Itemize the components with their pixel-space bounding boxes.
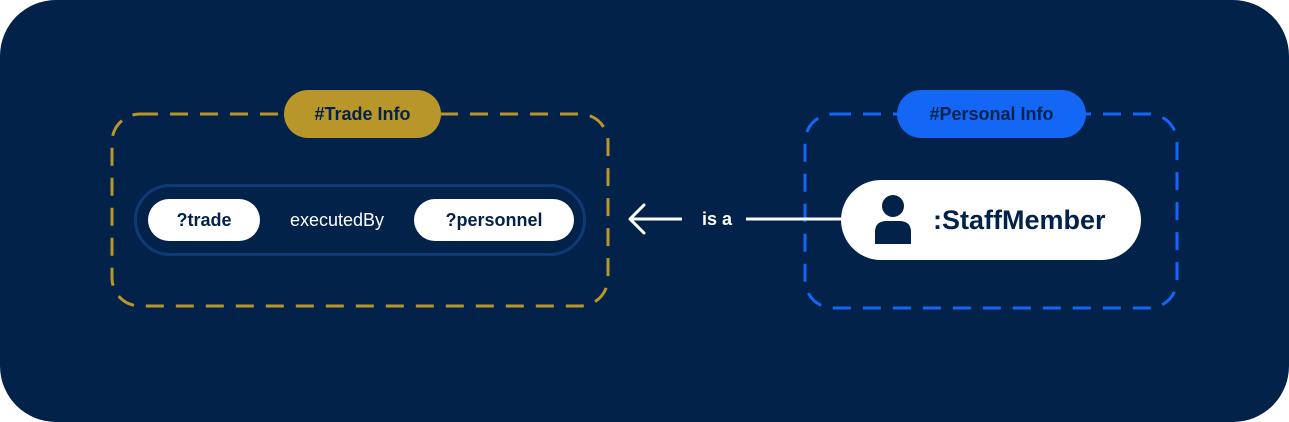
trade-info-label: #Trade Info xyxy=(284,90,441,138)
staff-member-node: :StaffMember xyxy=(841,180,1141,260)
object-node: ?personnel xyxy=(414,199,574,241)
staff-member-label: :StaffMember xyxy=(933,204,1106,235)
is-a-arrow xyxy=(628,203,842,235)
predicate-label: executedBy xyxy=(289,209,385,230)
arrow-head xyxy=(628,203,646,235)
person-icon xyxy=(875,195,911,244)
triple-pattern xyxy=(134,184,586,256)
is-a-label: is a xyxy=(701,208,733,229)
personal-info-label: #Personal Info xyxy=(897,90,1086,138)
subject-node: ?trade xyxy=(148,199,260,241)
